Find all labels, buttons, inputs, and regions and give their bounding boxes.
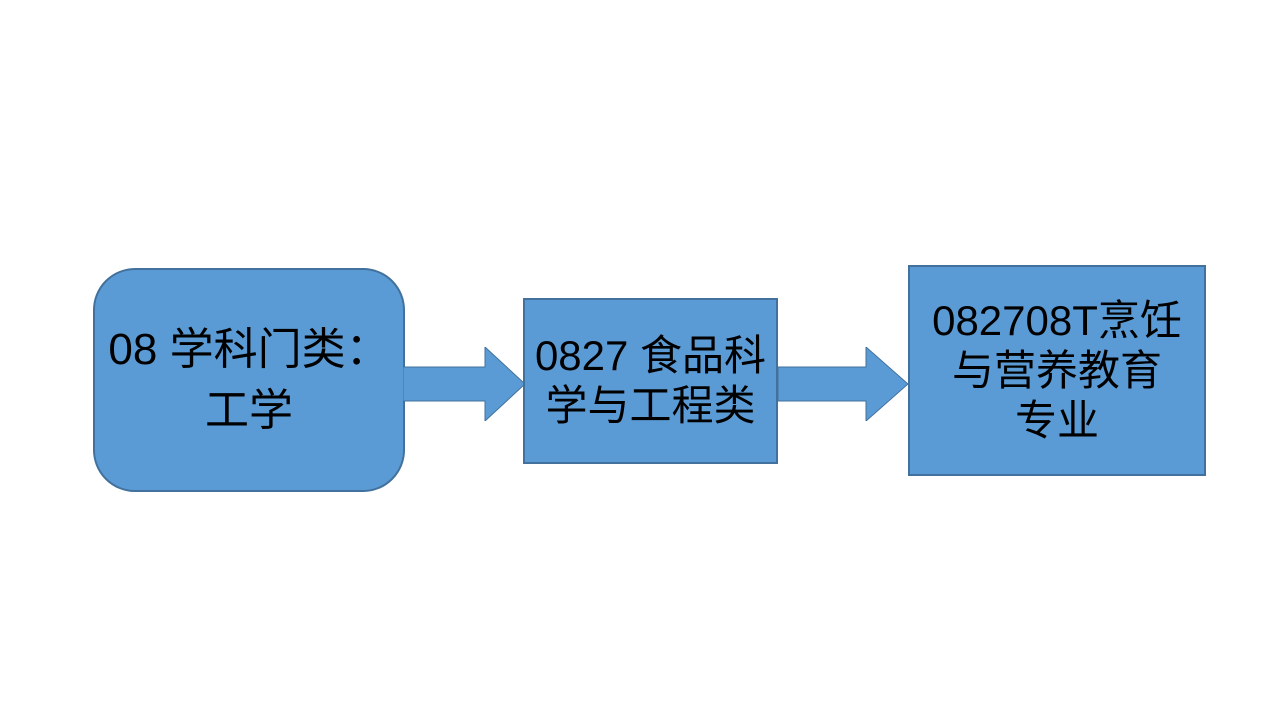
node-text-line: 082708T烹饪 [932,296,1182,344]
node-text-line: 工学 [205,386,293,435]
right-arrow-icon [778,347,908,421]
node-major-class: 0827 食品科 学与工程类 [523,298,778,464]
node-text-line: 08 学科门类： [108,325,390,374]
node-text-line: 学与工程类 [545,382,756,429]
right-arrow-icon [403,347,525,421]
node-major: 082708T烹饪 与营养教育 专业 [908,265,1206,476]
node-discipline-category: 08 学科门类： 工学 [93,268,405,492]
node-text-line: 0827 食品科 [534,332,767,379]
connector-arrow-2 [778,347,908,421]
node-text-line: 与营养教育 [951,346,1162,394]
connector-arrow-1 [403,347,525,421]
node-text-line: 专业 [1014,396,1099,444]
